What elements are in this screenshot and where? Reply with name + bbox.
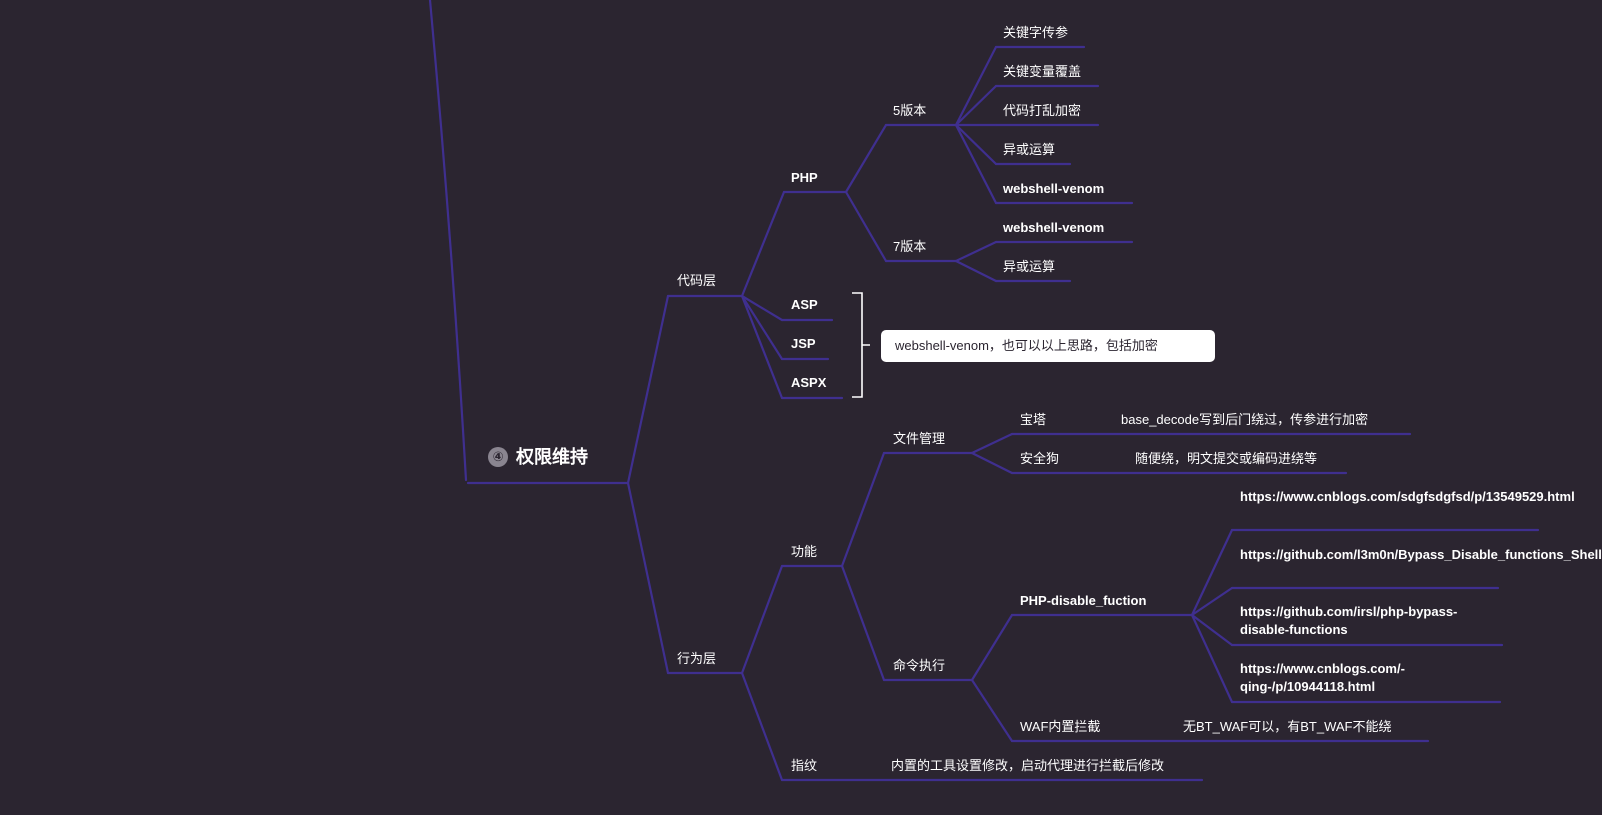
node-v5-item[interactable]: 关键字传参 <box>1003 25 1069 40</box>
node-v7-item[interactable]: 异或运算 <box>1003 259 1056 274</box>
node-asp[interactable]: ASP <box>791 297 818 312</box>
link-node[interactable]: https://github.com/irsl/php-bypass-disab… <box>1240 604 1458 637</box>
node-v5-item[interactable]: 异或运算 <box>1003 142 1056 157</box>
node-waf-note: 无BT_WAF可以，有BT_WAF不能绕 <box>1183 719 1392 734</box>
node-baota-note: base_decode写到后门绕过，传参进行加密 <box>1121 412 1369 427</box>
root-title: 权限维持 <box>516 447 588 467</box>
link-node[interactable]: https://www.cnblogs.com/sdgfsdgfsd/p/135… <box>1240 489 1575 504</box>
node-v7-item[interactable]: webshell-venom <box>1003 220 1105 235</box>
node-fingerprint[interactable]: 指纹 <box>791 758 818 773</box>
node-behavior-layer[interactable]: 行为层 <box>677 651 717 666</box>
node-command-exec[interactable]: 命令执行 <box>893 658 946 673</box>
node-function[interactable]: 功能 <box>791 544 818 559</box>
node-jsp[interactable]: JSP <box>791 336 816 351</box>
node-php-v7[interactable]: 7版本 <box>893 239 927 254</box>
node-anquangou[interactable]: 安全狗 <box>1020 451 1060 466</box>
node-aspx[interactable]: ASPX <box>791 375 827 390</box>
group-bracket <box>852 292 870 398</box>
node-baota[interactable]: 宝塔 <box>1020 412 1047 427</box>
node-v5-item[interactable]: 代码打乱加密 <box>1003 103 1082 118</box>
node-fingerprint-note: 内置的工具设置修改，启动代理进行拦截后修改 <box>891 758 1165 773</box>
node-code-layer[interactable]: 代码层 <box>677 273 717 288</box>
node-php[interactable]: PHP <box>791 170 818 185</box>
node-waf[interactable]: WAF内置拦截 <box>1020 719 1101 734</box>
node-file-management[interactable]: 文件管理 <box>893 431 946 446</box>
node-php-v5[interactable]: 5版本 <box>893 103 927 118</box>
node-php-disable-function[interactable]: PHP-disable_fuction <box>1020 593 1147 608</box>
link-node[interactable]: https://www.cnblogs.com/-qing-/p/1094411… <box>1240 661 1405 694</box>
link-node[interactable]: https://github.com/l3m0n/Bypass_Disable_… <box>1240 547 1602 562</box>
callout-summary[interactable]: webshell-venom，也可以以上思路，包括加密 <box>881 330 1215 362</box>
node-v5-item[interactable]: 关键变量覆盖 <box>1003 64 1082 79</box>
root-node[interactable]: ④ 权限维持 <box>488 445 588 469</box>
node-v5-item[interactable]: webshell-venom <box>1003 181 1105 196</box>
topic-number-badge: ④ <box>488 447 508 467</box>
node-anquangou-note: 随便绕，明文提交或编码进绕等 <box>1135 451 1318 466</box>
